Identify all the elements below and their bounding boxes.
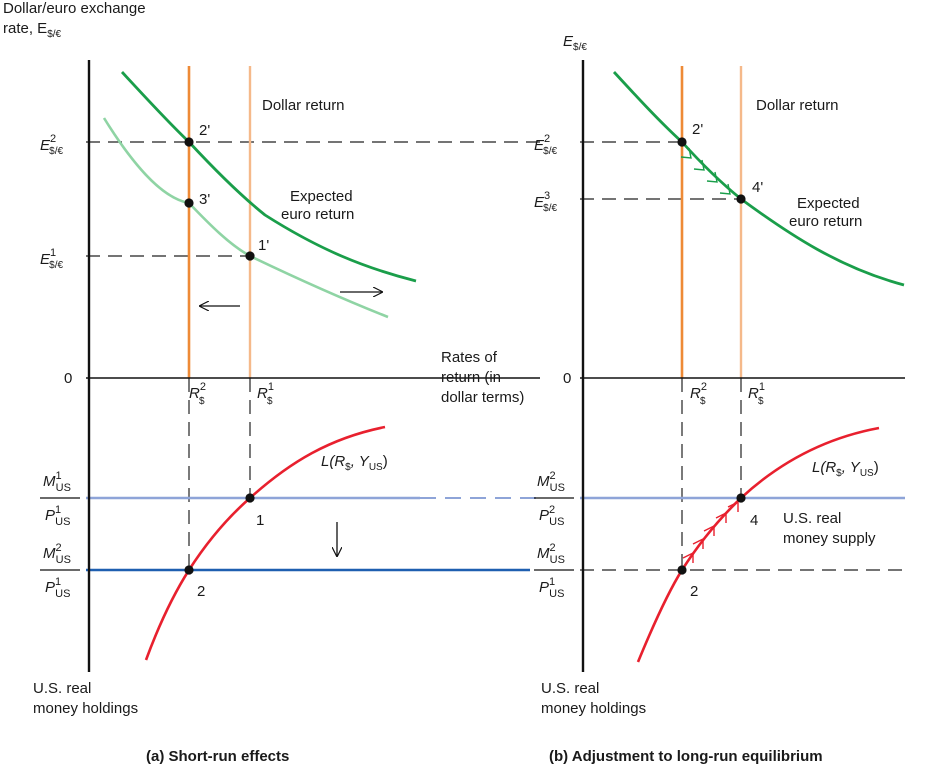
panel-b-dashed-guides: [580, 141, 905, 571]
point-1-prime: [245, 251, 255, 261]
point-2-prime: [184, 137, 194, 147]
panel-b-euro-return-label-line2: euro return: [789, 213, 862, 230]
panel-a-euro-return-label-line1: Expected: [290, 188, 353, 205]
point-2: [184, 565, 194, 575]
panel-b-money-demand-label: L(R$, YUS): [812, 459, 879, 479]
panel-b-euro-return-label-line1: Expected: [797, 195, 860, 212]
b-euro-return-curve: [612, 71, 905, 287]
panel-a-dollar-return-label: Dollar return: [262, 97, 345, 114]
panel-a-x-axis-title-line3: dollar terms): [441, 389, 524, 406]
panel-b-caption: (b) Adjustment to long-run equilibrium: [549, 748, 823, 765]
point-3-prime: [184, 198, 194, 208]
euro-return-new-curve: [120, 71, 417, 283]
panel-a-origin-label: 0: [64, 370, 72, 387]
panel-a-bottom-axis-title-line1: U.S. real: [33, 680, 91, 697]
b-point-2: [677, 565, 687, 575]
point-1-prime-label: 1': [258, 237, 269, 254]
panel-b-y-axis-title: E$/€: [563, 33, 587, 53]
b-point-2-prime-label: 2': [692, 121, 703, 138]
panel-b-dollar-return-label: Dollar return: [756, 97, 839, 114]
point-1: [245, 493, 255, 503]
panel-a-x-axis-title-line1: Rates of: [441, 349, 498, 366]
b-point-4-label: 4: [750, 512, 758, 529]
b-e3-label: E3$/€: [534, 190, 557, 214]
b-point-4-prime-label: 4': [752, 179, 763, 196]
panel-a-bottom-axis-title-line2: money holdings: [33, 700, 138, 717]
b-r1-label: R1$: [748, 381, 765, 407]
b-point-4-prime: [736, 194, 746, 204]
e2-label: E2$/€: [40, 133, 63, 157]
panel-b-money-supply-label-line2: money supply: [783, 530, 876, 547]
e1-label: E1$/€: [40, 247, 63, 271]
panel-a-euro-return-label-line2: euro return: [281, 206, 354, 223]
b-point-2-prime: [677, 137, 687, 147]
panel-a-dashed-guides: [86, 141, 540, 570]
r2-label: R2$: [189, 381, 206, 407]
b-r2-label: R2$: [690, 381, 707, 407]
b-point-2-label: 2: [690, 583, 698, 600]
point-3-prime-label: 3': [199, 191, 210, 208]
panel-a-x-axis-title-line2: return (in: [441, 369, 501, 386]
panel-b-money-supply-label-line1: U.S. real: [783, 510, 841, 527]
euro-return-old-curve: [102, 117, 389, 319]
point-2-prime-label: 2': [199, 122, 210, 139]
panel-a: Dollar/euro exchange rate, E$/€ E2$/€ E1…: [3, 0, 540, 765]
panel-a-y-axis-title-line2: rate, E$/€: [3, 20, 62, 40]
b-point-4: [736, 493, 746, 503]
panel-b: E$/€ E2$/€ E3$/€ 0 Dollar return Expecte…: [534, 33, 905, 765]
b-green-adjustment-arrows: [680, 147, 731, 195]
point-2-label: 2: [197, 583, 205, 600]
b-money-demand-curve: [636, 426, 880, 663]
money-demand-curve: [144, 425, 386, 661]
point-1-label: 1: [256, 512, 264, 529]
panel-a-caption: (a) Short-run effects: [146, 748, 289, 765]
b-red-adjustment-arrows: [682, 500, 739, 563]
panel-a-money-demand-label: L(R$, YUS): [321, 453, 388, 473]
r1-label: R1$: [257, 381, 274, 407]
panel-b-origin-label: 0: [563, 370, 571, 387]
panel-b-bottom-axis-title-line1: U.S. real: [541, 680, 599, 697]
panel-a-y-axis-title-line1: Dollar/euro exchange: [3, 0, 146, 17]
b-e2-label: E2$/€: [534, 133, 557, 157]
panel-b-bottom-axis-title-line2: money holdings: [541, 700, 646, 717]
